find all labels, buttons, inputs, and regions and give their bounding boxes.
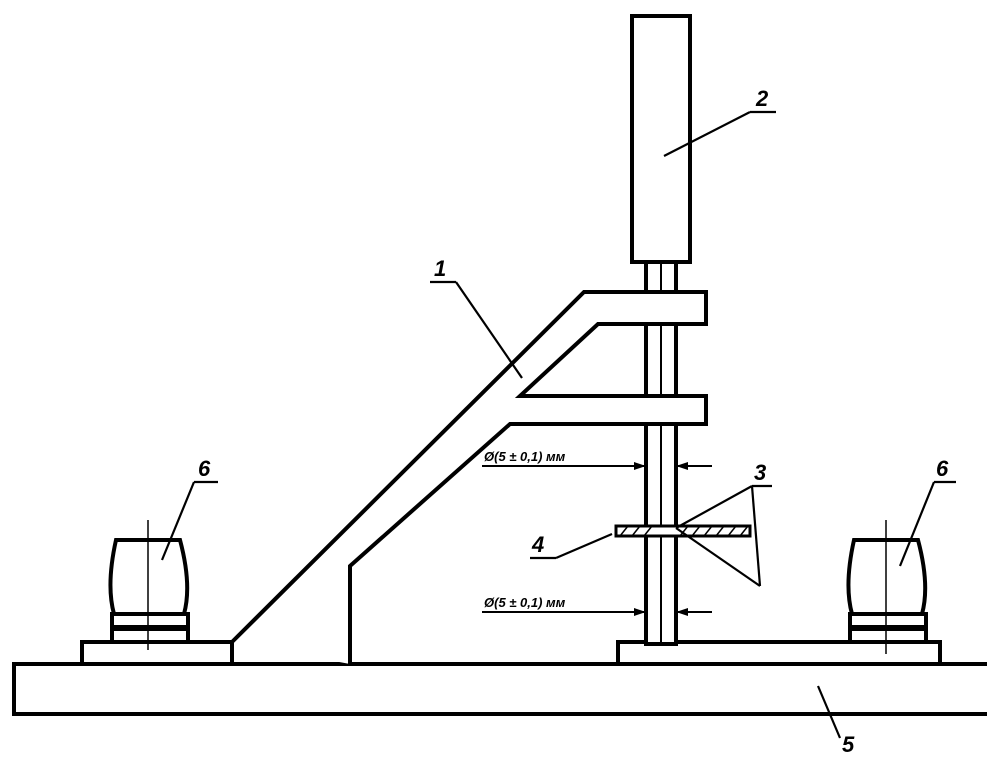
lower-dimension	[482, 608, 712, 616]
label-marks: 3	[754, 460, 766, 485]
base-plate	[12, 662, 987, 716]
leader-3	[675, 484, 772, 587]
dimension-upper-text: Ø(5 ± 0,1) мм	[484, 449, 566, 464]
left-support	[108, 520, 190, 650]
leader-4	[530, 532, 613, 560]
weight-cylinder	[630, 14, 692, 264]
label-support-right: 6	[936, 456, 949, 481]
leader-5	[816, 685, 842, 739]
leader-6-right	[898, 480, 956, 567]
dimension-lower-text: Ø(5 ± 0,1) мм	[484, 595, 566, 610]
specimen-hatch	[619, 525, 749, 537]
leader-2	[663, 110, 776, 157]
label-weight: 2	[755, 86, 769, 111]
label-specimen: 4	[531, 532, 544, 557]
left-mount-plate	[80, 640, 234, 666]
right-mount-plate	[616, 640, 942, 666]
label-base: 5	[842, 732, 855, 757]
right-support	[846, 520, 928, 654]
specimen	[614, 524, 752, 538]
upper-dimension	[482, 462, 712, 470]
label-frame: 1	[434, 256, 446, 281]
frame-outer	[230, 290, 708, 664]
label-support-left: 6	[198, 456, 211, 481]
leader-1	[430, 280, 523, 379]
leader-6-left	[160, 480, 218, 561]
